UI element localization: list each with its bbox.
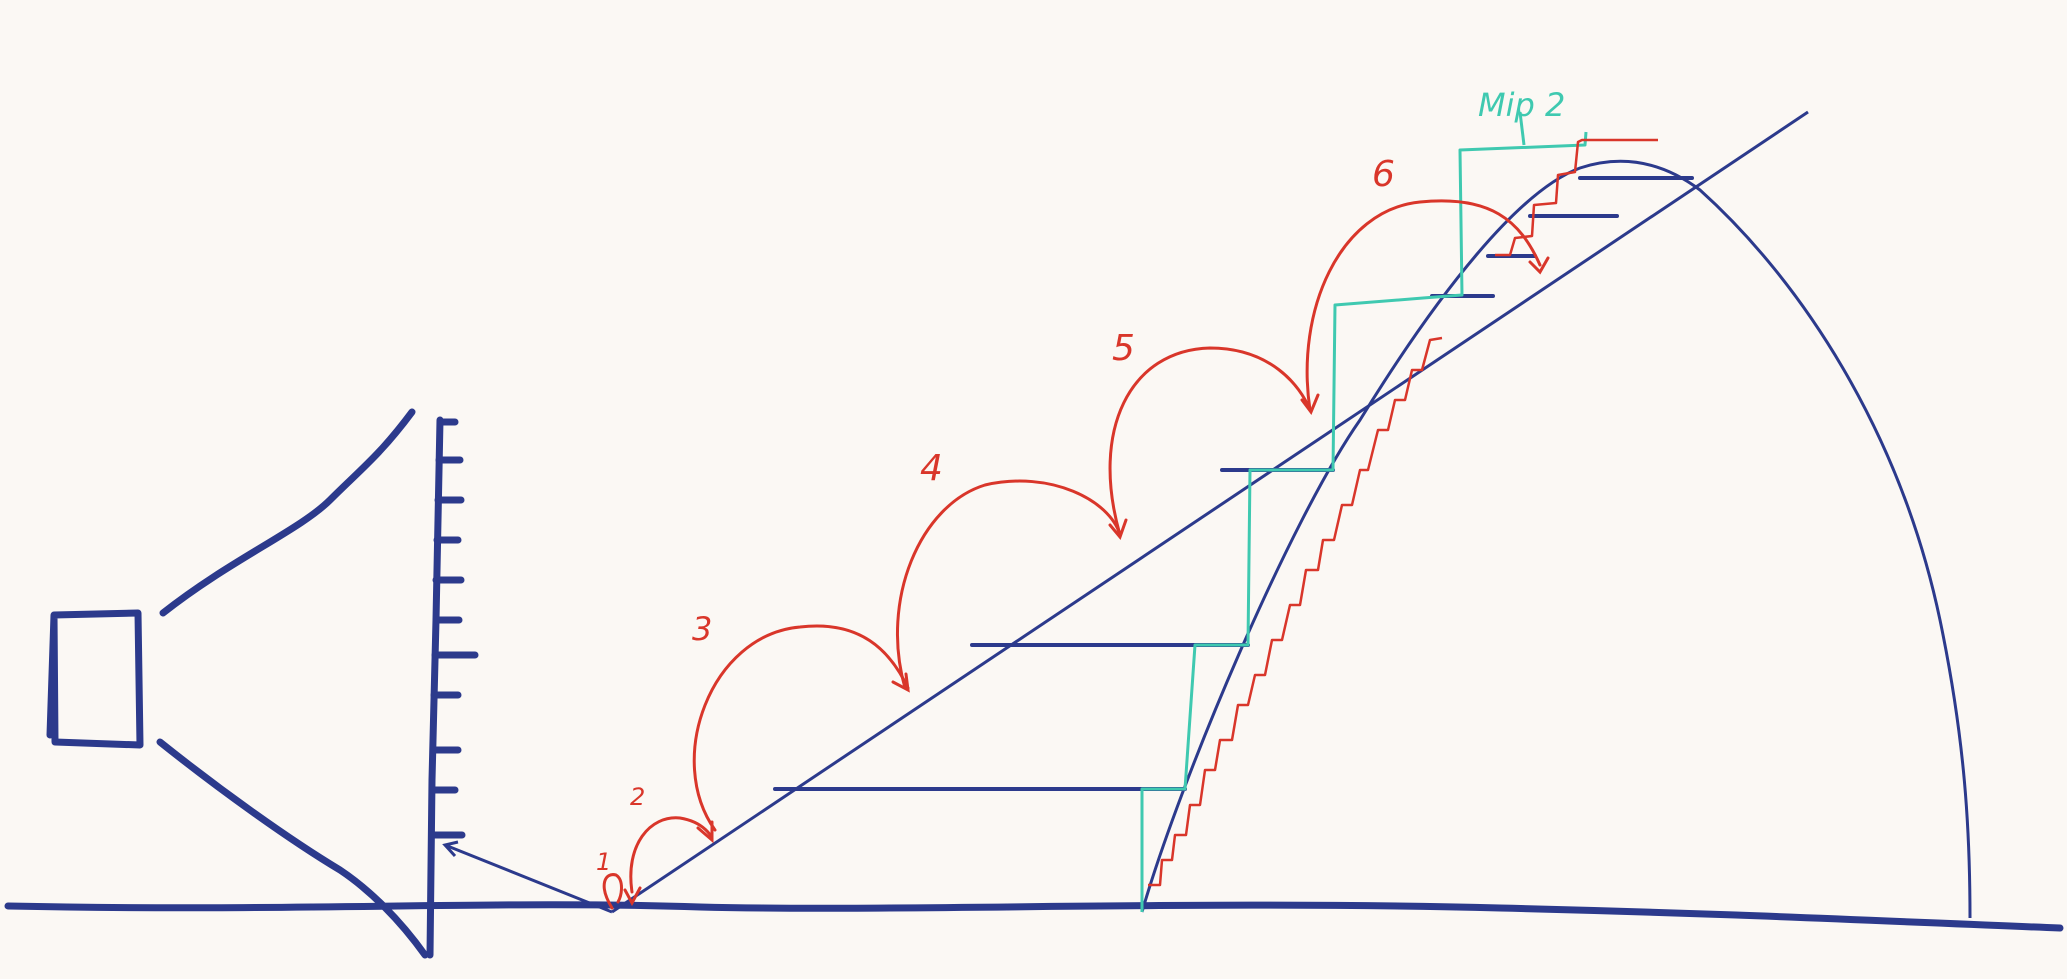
fine-staircase xyxy=(1148,336,1443,887)
hiz-level-lines xyxy=(773,176,1694,791)
mip-label-leader xyxy=(1518,111,1526,146)
depth-surface xyxy=(1140,159,1972,919)
mip-label: Mip 2 xyxy=(1478,86,1565,124)
camera-body-icon xyxy=(46,609,144,749)
step-arc-3 xyxy=(692,624,910,832)
step-arc-4 xyxy=(896,479,1122,690)
screen-plane xyxy=(426,416,479,959)
march-step-arrowheads xyxy=(623,256,1550,907)
step-arc-6 xyxy=(1305,199,1542,412)
ground-line xyxy=(4,901,2064,932)
step-label-5: 5 xyxy=(1112,328,1135,369)
step-arc-1 xyxy=(602,873,623,910)
step-label-2: 2 xyxy=(630,783,645,811)
pixel-ray-arrowhead xyxy=(442,840,459,858)
step-label-6: 6 xyxy=(1372,154,1395,195)
step-label-4: 4 xyxy=(920,448,943,489)
step-label-1: 1 xyxy=(596,848,611,876)
step-arc-2 xyxy=(629,816,714,894)
mip-staircase xyxy=(1140,131,1588,912)
march-step-arcs xyxy=(602,199,1542,910)
pixel-ray xyxy=(444,843,613,914)
frustum-bottom-line xyxy=(156,738,429,959)
step-label-3: 3 xyxy=(692,610,712,648)
marching-ray xyxy=(611,110,1809,914)
frustum-top-line xyxy=(159,408,416,617)
fine-staircase-top xyxy=(1495,138,1658,257)
step-arc-5 xyxy=(1108,346,1312,537)
